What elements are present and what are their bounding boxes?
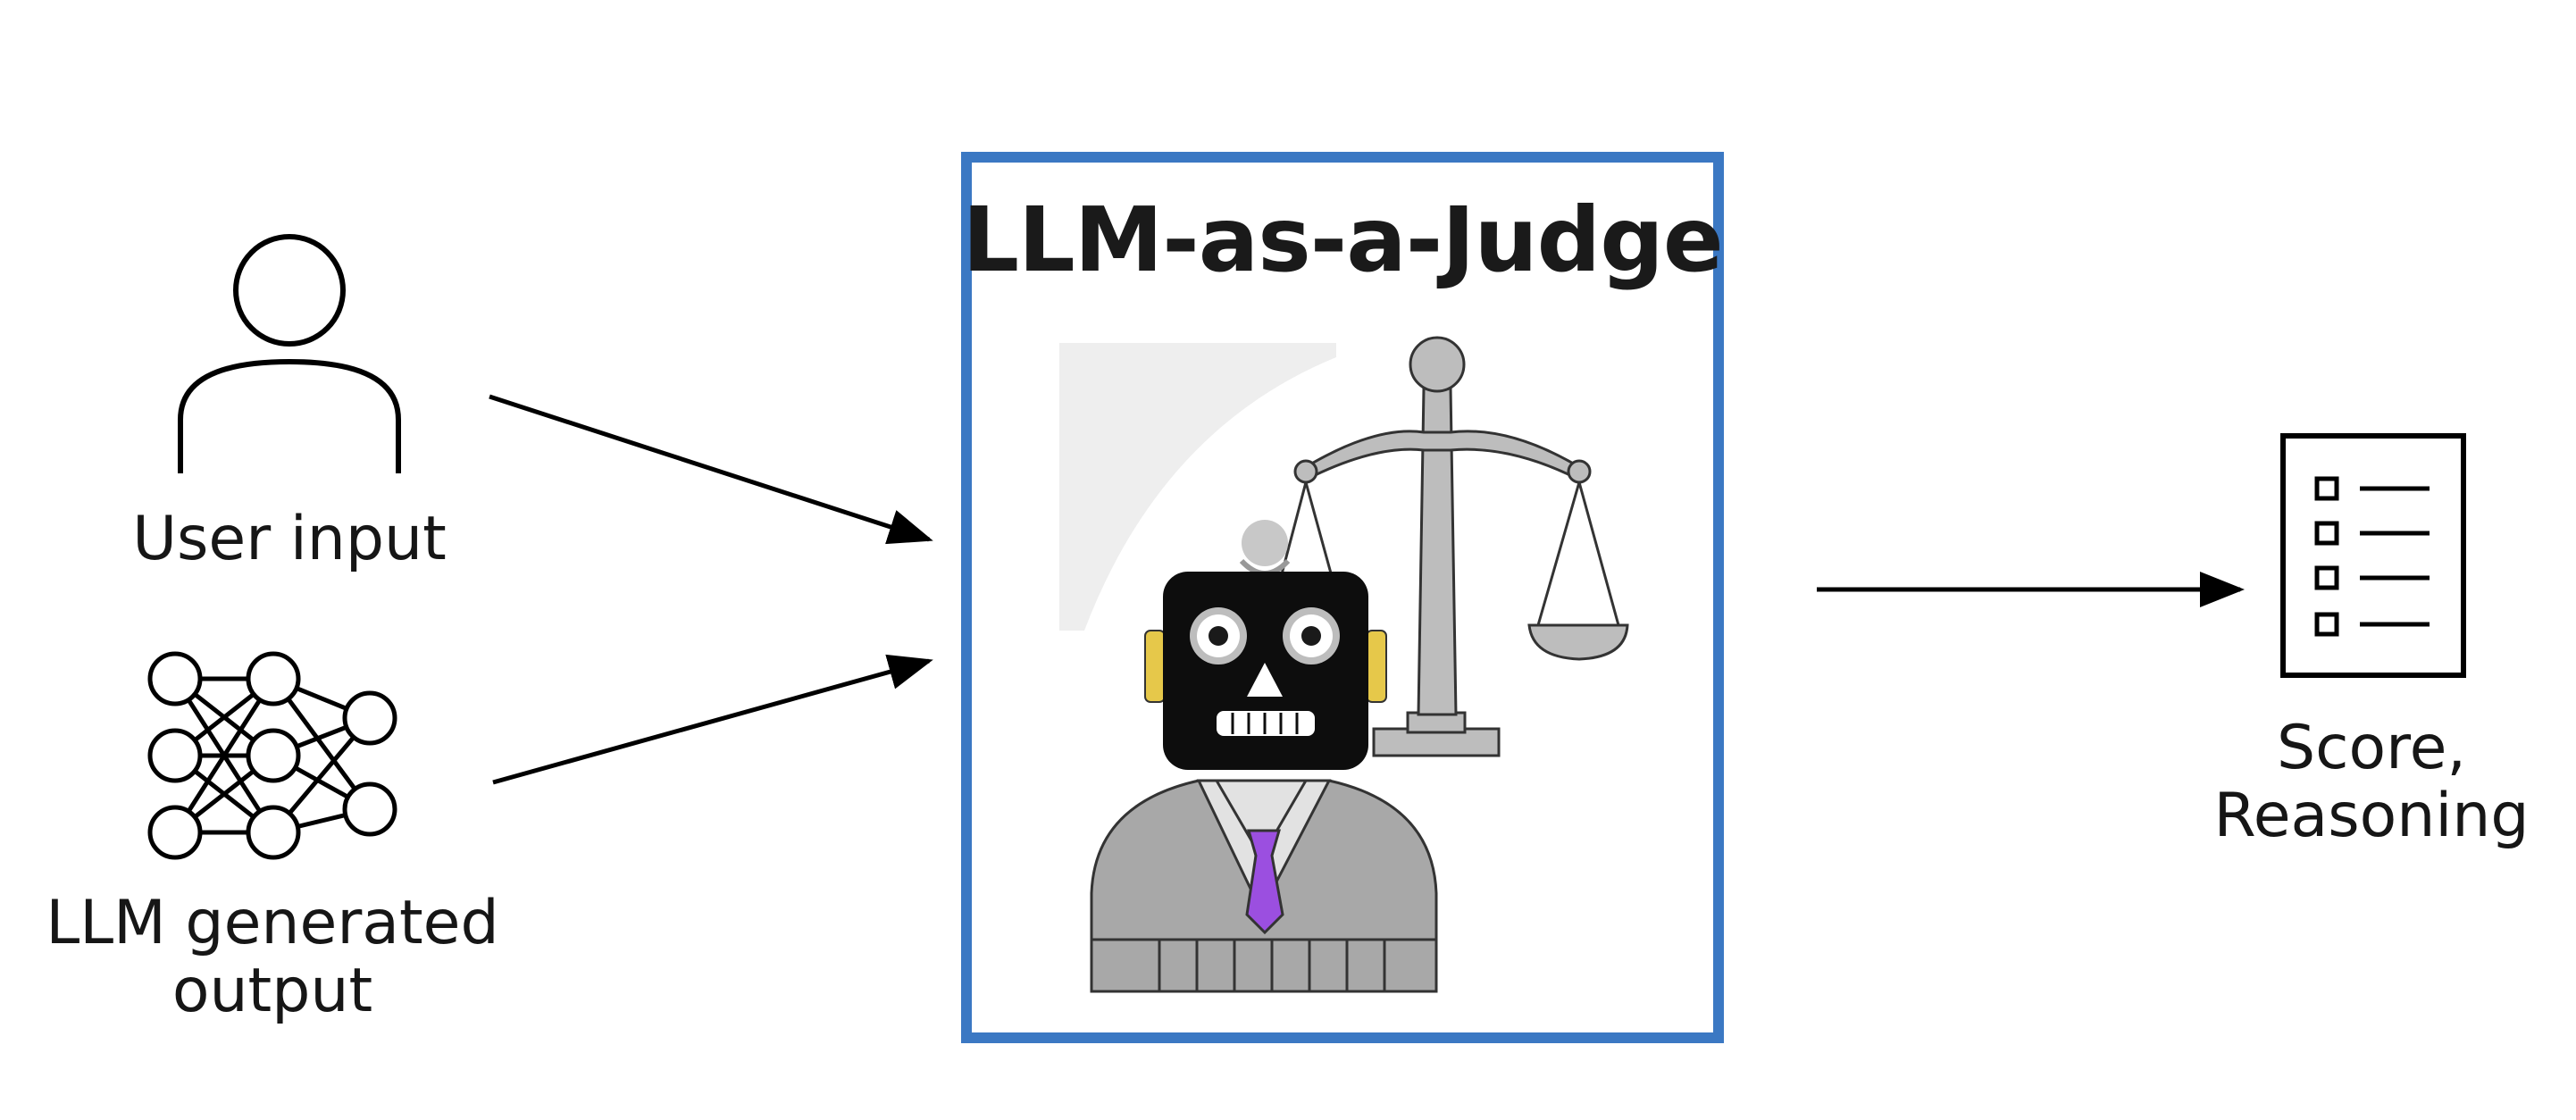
background-curve-shape: [1059, 343, 1336, 631]
output-label: Score, Reasoning: [2213, 713, 2530, 852]
robot-judge-icon: [1090, 520, 1438, 993]
checklist-icon: [2280, 433, 2466, 678]
judge-title: LLM-as-a-Judge: [962, 188, 1723, 292]
arrow-llm-to-judge: [492, 654, 933, 785]
user-icon: [178, 234, 401, 473]
arrow-user-to-judge: [489, 394, 933, 545]
user-input-label: User input: [132, 504, 447, 574]
judge-box: [961, 152, 1724, 1043]
llm-output-label: LLM generated output: [46, 888, 499, 1027]
neural-network-icon: [147, 651, 397, 860]
